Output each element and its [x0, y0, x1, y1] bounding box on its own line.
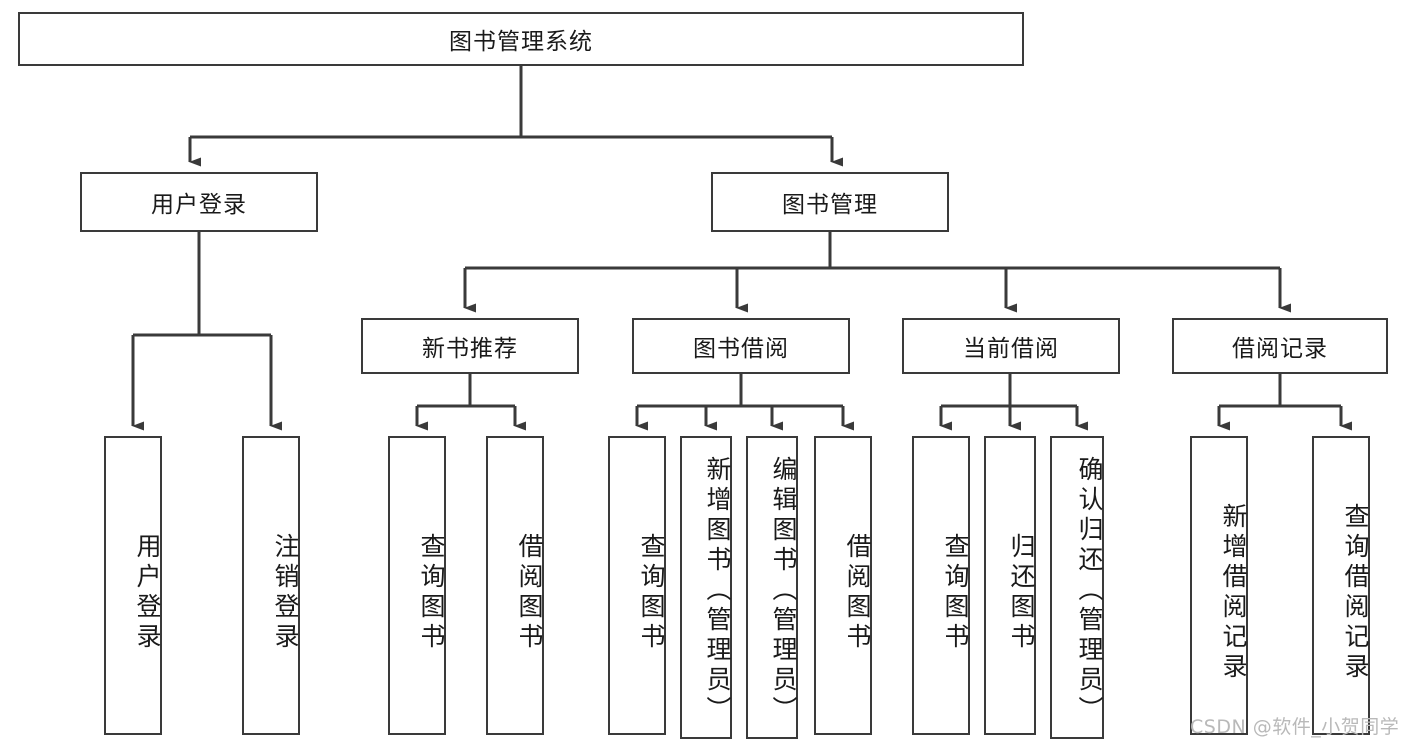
node-leaf-borrow-book[interactable]: 借阅图书: [814, 436, 872, 735]
node-leaf-confirm-return-label: 确认归还（管理员）: [1075, 455, 1104, 726]
node-leaf-edit-book-label: 编辑图书（管理员）: [769, 455, 798, 726]
node-leaf-add-book[interactable]: 新增图书（管理员）: [680, 436, 732, 739]
node-leaf-query-borrow-record-label: 查询借阅记录: [1341, 502, 1370, 683]
node-root[interactable]: 图书管理系统: [18, 12, 1024, 66]
node-book-management-label: 图书管理: [782, 192, 878, 218]
node-user-login[interactable]: 用户登录: [80, 172, 318, 232]
node-leaf-add-book-label: 新增图书（管理员）: [703, 455, 732, 726]
node-leaf-query-book-recommend[interactable]: 查询图书: [388, 436, 446, 735]
node-current-borrow-label: 当前借阅: [963, 336, 1059, 362]
node-leaf-query-book-current[interactable]: 查询图书: [912, 436, 970, 735]
node-leaf-query-borrow-record[interactable]: 查询借阅记录: [1312, 436, 1370, 735]
node-leaf-query-book-borrow-label: 查询图书: [637, 532, 666, 653]
node-leaf-user-login-label: 用户登录: [133, 532, 162, 653]
node-leaf-query-book-recommend-label: 查询图书: [417, 532, 446, 653]
node-book-management[interactable]: 图书管理: [711, 172, 949, 232]
node-leaf-confirm-return[interactable]: 确认归还（管理员）: [1050, 436, 1104, 739]
node-current-borrow[interactable]: 当前借阅: [902, 318, 1120, 374]
csdn-watermark: CSDN @软件_小贺同学: [1190, 716, 1400, 738]
node-user-login-label: 用户登录: [151, 192, 247, 218]
node-new-book-recommend-label: 新书推荐: [422, 336, 518, 362]
node-leaf-return-book[interactable]: 归还图书: [984, 436, 1036, 735]
node-leaf-borrow-book-recommend-label: 借阅图书: [515, 532, 544, 653]
node-book-borrow[interactable]: 图书借阅: [632, 318, 850, 374]
node-leaf-borrow-book-label: 借阅图书: [843, 532, 872, 653]
node-book-borrow-label: 图书借阅: [693, 336, 789, 362]
node-leaf-borrow-book-recommend[interactable]: 借阅图书: [486, 436, 544, 735]
node-leaf-user-login[interactable]: 用户登录: [104, 436, 162, 735]
node-leaf-query-book-borrow[interactable]: 查询图书: [608, 436, 666, 735]
node-leaf-add-borrow-record[interactable]: 新增借阅记录: [1190, 436, 1248, 735]
node-borrow-record[interactable]: 借阅记录: [1172, 318, 1388, 374]
node-leaf-return-book-label: 归还图书: [1007, 532, 1036, 653]
node-new-book-recommend[interactable]: 新书推荐: [361, 318, 579, 374]
node-borrow-record-label: 借阅记录: [1232, 336, 1328, 362]
node-leaf-logout-label: 注销登录: [271, 532, 300, 653]
node-leaf-edit-book[interactable]: 编辑图书（管理员）: [746, 436, 798, 739]
node-leaf-query-book-current-label: 查询图书: [941, 532, 970, 653]
node-leaf-logout[interactable]: 注销登录: [242, 436, 300, 735]
node-leaf-add-borrow-record-label: 新增借阅记录: [1219, 502, 1248, 683]
node-root-label: 图书管理系统: [449, 29, 593, 55]
